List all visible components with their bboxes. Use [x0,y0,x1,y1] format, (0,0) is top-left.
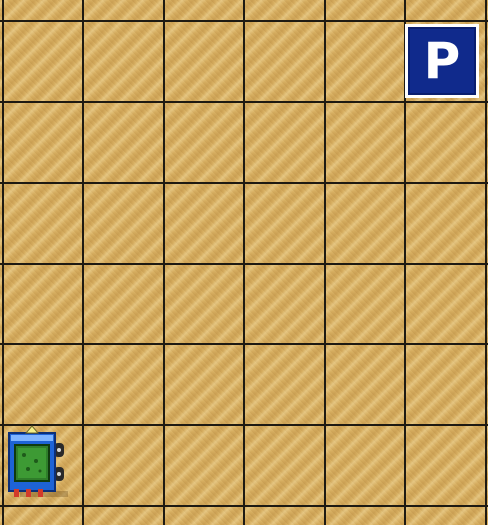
grid-line-horizontal [0,101,488,103]
grid-line-horizontal [0,182,488,184]
grid-line-horizontal [0,505,488,507]
grid-line-horizontal [0,20,488,22]
robot-car-icon [6,425,80,503]
robot-car [6,425,80,503]
parking-label: P [424,36,461,86]
parking-target: P [405,24,479,98]
grid-line-horizontal [0,343,488,345]
parking-sign-icon: P [408,27,476,95]
grid-line-horizontal [0,263,488,265]
